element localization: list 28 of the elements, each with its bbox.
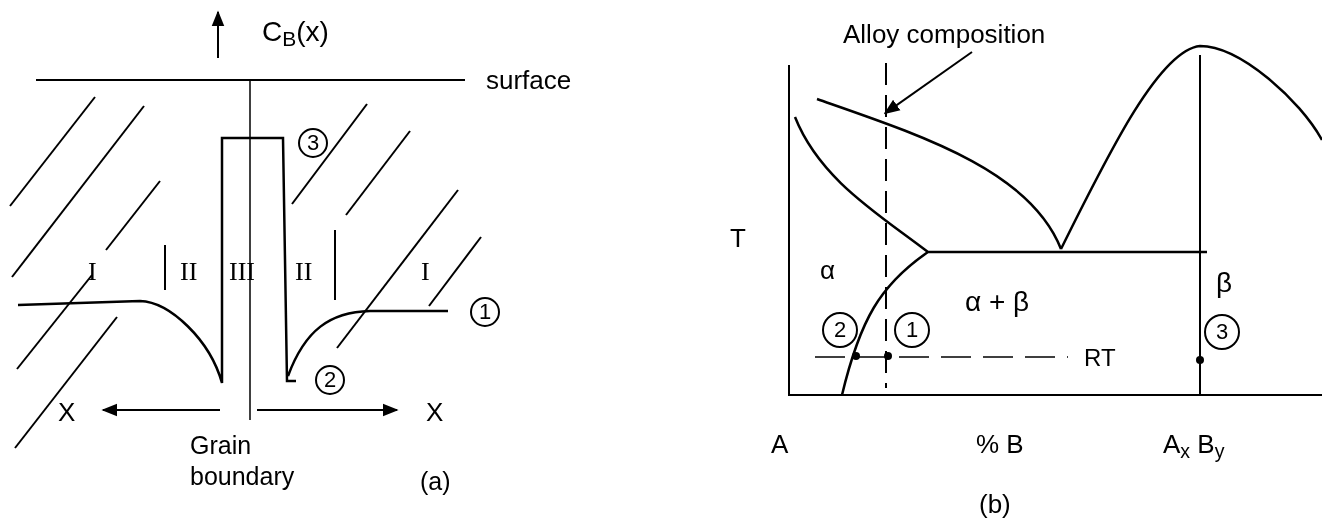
- axis-label: % B: [976, 428, 1024, 461]
- axis-label: Grain boundary: [190, 430, 296, 493]
- axis-label: A: [771, 428, 789, 461]
- callout-number: 1: [894, 312, 930, 348]
- callout-text: Alloy composition: [843, 16, 1046, 52]
- axis-label: surface: [486, 64, 572, 97]
- axis-label: X: [426, 396, 444, 429]
- callout-number: 3: [298, 128, 328, 158]
- axis-label: C$_{B}$(x): [262, 15, 329, 49]
- axis-label: (a): [420, 466, 451, 497]
- callout-number: 3: [1204, 314, 1240, 350]
- callout-number: 2: [822, 312, 858, 348]
- axis-label: T: [730, 222, 746, 255]
- alloy-composition-line: [885, 63, 888, 388]
- axis-label: I: [421, 256, 430, 288]
- axis-label: β: [1216, 266, 1233, 300]
- axis-label: (b): [979, 488, 1011, 521]
- leader-arrow: [883, 51, 973, 115]
- axis-label: II: [295, 256, 313, 288]
- callout-number: 2: [315, 365, 345, 395]
- axis-label: II: [180, 256, 198, 288]
- axis-label: A$_{x}$ B$_{y}$: [1163, 428, 1225, 461]
- axis-label: RT: [1084, 343, 1116, 373]
- axis-label: X: [58, 396, 76, 429]
- callout-number: 1: [470, 297, 500, 327]
- axis-label: I: [88, 256, 97, 288]
- axis-label: α: [820, 254, 836, 287]
- axis-label: α + β: [965, 285, 1030, 319]
